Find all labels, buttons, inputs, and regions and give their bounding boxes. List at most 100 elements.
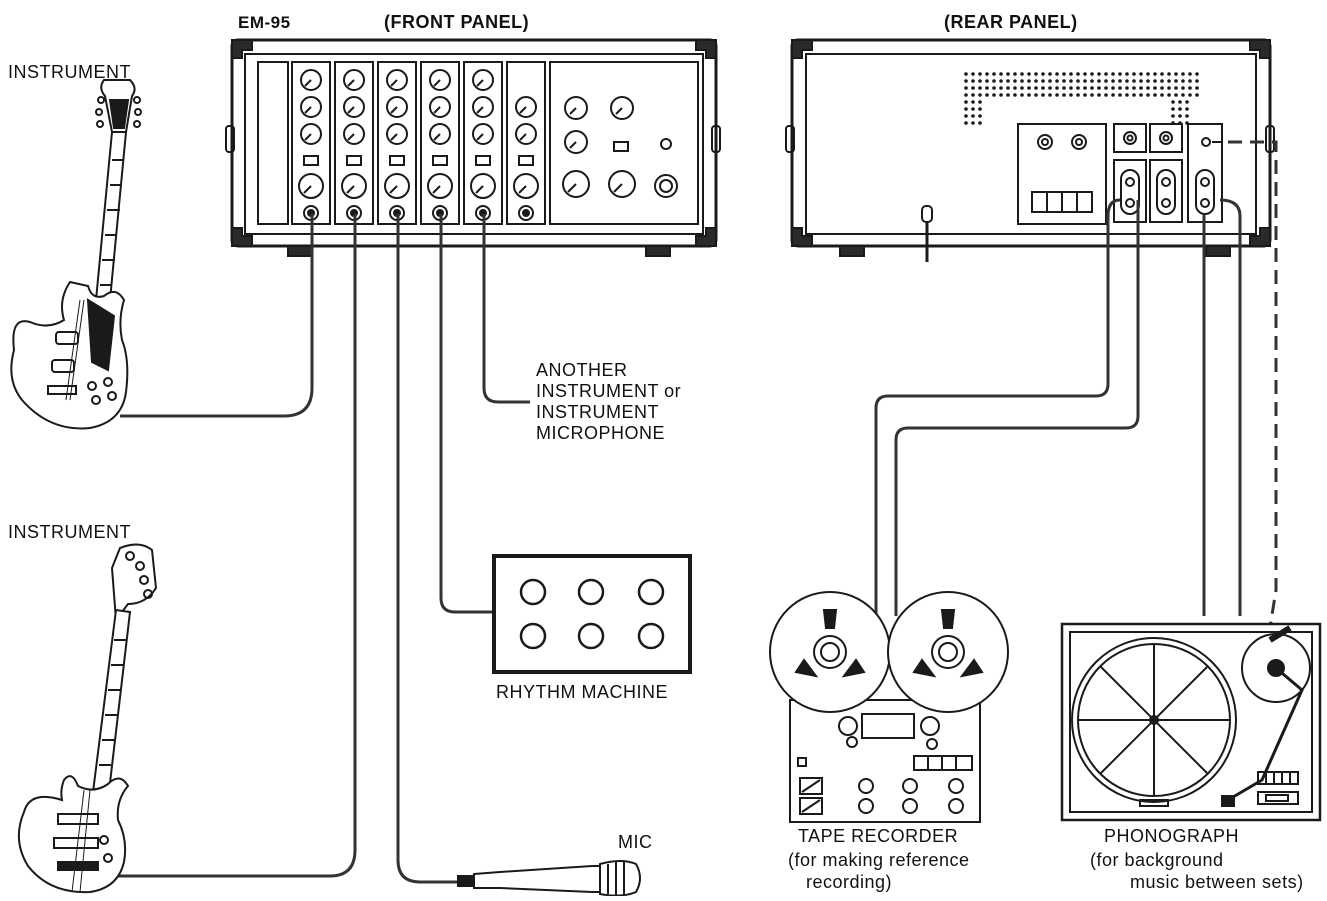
vent-dot bbox=[1090, 86, 1094, 90]
vent-dot bbox=[1076, 79, 1080, 83]
vent-dot bbox=[1013, 93, 1017, 97]
vent-dot bbox=[1153, 72, 1157, 76]
channel-controls-4 bbox=[428, 70, 452, 220]
vent-dot bbox=[1174, 93, 1178, 97]
channel-controls-1 bbox=[299, 70, 323, 220]
vent-dot bbox=[1041, 86, 1045, 90]
vent-dot bbox=[1083, 79, 1087, 83]
vent-dot bbox=[1097, 86, 1101, 90]
vent-dot bbox=[1174, 72, 1178, 76]
vent-dot bbox=[1083, 72, 1087, 76]
vent-dot bbox=[1185, 107, 1189, 111]
vent-dot bbox=[1069, 86, 1073, 90]
vent-dot bbox=[1181, 79, 1185, 83]
vent-dot bbox=[985, 86, 989, 90]
vent-dot bbox=[1062, 79, 1066, 83]
vent-dot bbox=[1013, 86, 1017, 90]
another-line-3: INSTRUMENT bbox=[536, 402, 659, 423]
vent-dot bbox=[1055, 93, 1059, 97]
vent-dot bbox=[1111, 93, 1115, 97]
vent-dot bbox=[1020, 86, 1024, 90]
vent-dot bbox=[1041, 93, 1045, 97]
vent-dot bbox=[1041, 72, 1045, 76]
vent-dot bbox=[1118, 79, 1122, 83]
electric-guitar-icon bbox=[11, 80, 141, 428]
vent-dot bbox=[1132, 72, 1136, 76]
vent-dot bbox=[1069, 72, 1073, 76]
cable-tape-out bbox=[876, 200, 1120, 616]
vent-dot bbox=[1006, 72, 1010, 76]
vent-dot bbox=[1118, 93, 1122, 97]
vent-dot bbox=[1118, 86, 1122, 90]
vent-dot bbox=[1125, 86, 1129, 90]
rear-ventilation-grille bbox=[964, 72, 1199, 125]
microphone-icon bbox=[458, 861, 640, 896]
vent-dot bbox=[1104, 72, 1108, 76]
vent-dot bbox=[1069, 79, 1073, 83]
tape-note-line-1: (for making reference bbox=[788, 850, 970, 871]
vent-dot bbox=[1195, 72, 1199, 76]
vent-dot bbox=[1027, 93, 1031, 97]
vent-dot bbox=[1027, 79, 1031, 83]
vent-dot bbox=[985, 79, 989, 83]
vent-dot bbox=[1034, 79, 1038, 83]
vent-dot bbox=[1160, 79, 1164, 83]
vent-dot bbox=[1178, 121, 1182, 125]
cable-another-instrument bbox=[484, 214, 530, 402]
vent-dot bbox=[1104, 86, 1108, 90]
vent-dot bbox=[1006, 93, 1010, 97]
vent-dot bbox=[1048, 72, 1052, 76]
vent-dot bbox=[978, 79, 982, 83]
vent-dot bbox=[1160, 93, 1164, 97]
phono-note-line-1: (for background bbox=[1090, 850, 1224, 871]
cable-guitar bbox=[120, 214, 312, 416]
vent-dot bbox=[999, 79, 1003, 83]
another-line-2: INSTRUMENT or bbox=[536, 381, 681, 402]
vent-dot bbox=[1020, 72, 1024, 76]
vent-dot bbox=[1160, 72, 1164, 76]
vent-dot bbox=[1181, 93, 1185, 97]
vent-dot bbox=[992, 79, 996, 83]
vent-dot bbox=[1083, 86, 1087, 90]
tape-note-line-2: recording) bbox=[806, 872, 892, 893]
vent-dot bbox=[1020, 79, 1024, 83]
vent-dot bbox=[1171, 100, 1175, 104]
vent-dot bbox=[1090, 72, 1094, 76]
vent-dot bbox=[1055, 79, 1059, 83]
rear-panel-title: (REAR PANEL) bbox=[944, 12, 1078, 33]
vent-dot bbox=[971, 114, 975, 118]
vent-dot bbox=[1048, 86, 1052, 90]
vent-dot bbox=[1188, 79, 1192, 83]
vent-dot bbox=[1020, 93, 1024, 97]
vent-dot bbox=[1076, 72, 1080, 76]
vent-dot bbox=[964, 86, 968, 90]
vent-dot bbox=[964, 79, 968, 83]
phono-note-line-2: music between sets) bbox=[1130, 872, 1304, 893]
vent-dot bbox=[1055, 72, 1059, 76]
vent-dot bbox=[1034, 93, 1038, 97]
vent-dot bbox=[1062, 72, 1066, 76]
tape-recorder-label: TAPE RECORDER bbox=[798, 826, 958, 847]
vent-dot bbox=[1048, 93, 1052, 97]
vent-dot bbox=[971, 86, 975, 90]
vent-dot bbox=[999, 72, 1003, 76]
instrument-label-1: INSTRUMENT bbox=[8, 62, 131, 83]
another-line-4: MICROPHONE bbox=[536, 423, 665, 444]
instrument-label-2: INSTRUMENT bbox=[8, 522, 131, 543]
another-line-1: ANOTHER bbox=[536, 360, 628, 381]
vent-dot bbox=[1171, 121, 1175, 125]
vent-dot bbox=[1153, 79, 1157, 83]
vent-dot bbox=[1062, 93, 1066, 97]
vent-dot bbox=[1195, 93, 1199, 97]
vent-dot bbox=[992, 86, 996, 90]
tape-recorder-icon bbox=[770, 592, 1008, 822]
vent-dot bbox=[1076, 93, 1080, 97]
vent-dot bbox=[1125, 93, 1129, 97]
vent-dot bbox=[964, 114, 968, 118]
vent-dot bbox=[1125, 79, 1129, 83]
vent-dot bbox=[1188, 93, 1192, 97]
vent-dot bbox=[1048, 79, 1052, 83]
vent-dot bbox=[978, 72, 982, 76]
mixer-front-panel bbox=[226, 40, 720, 256]
